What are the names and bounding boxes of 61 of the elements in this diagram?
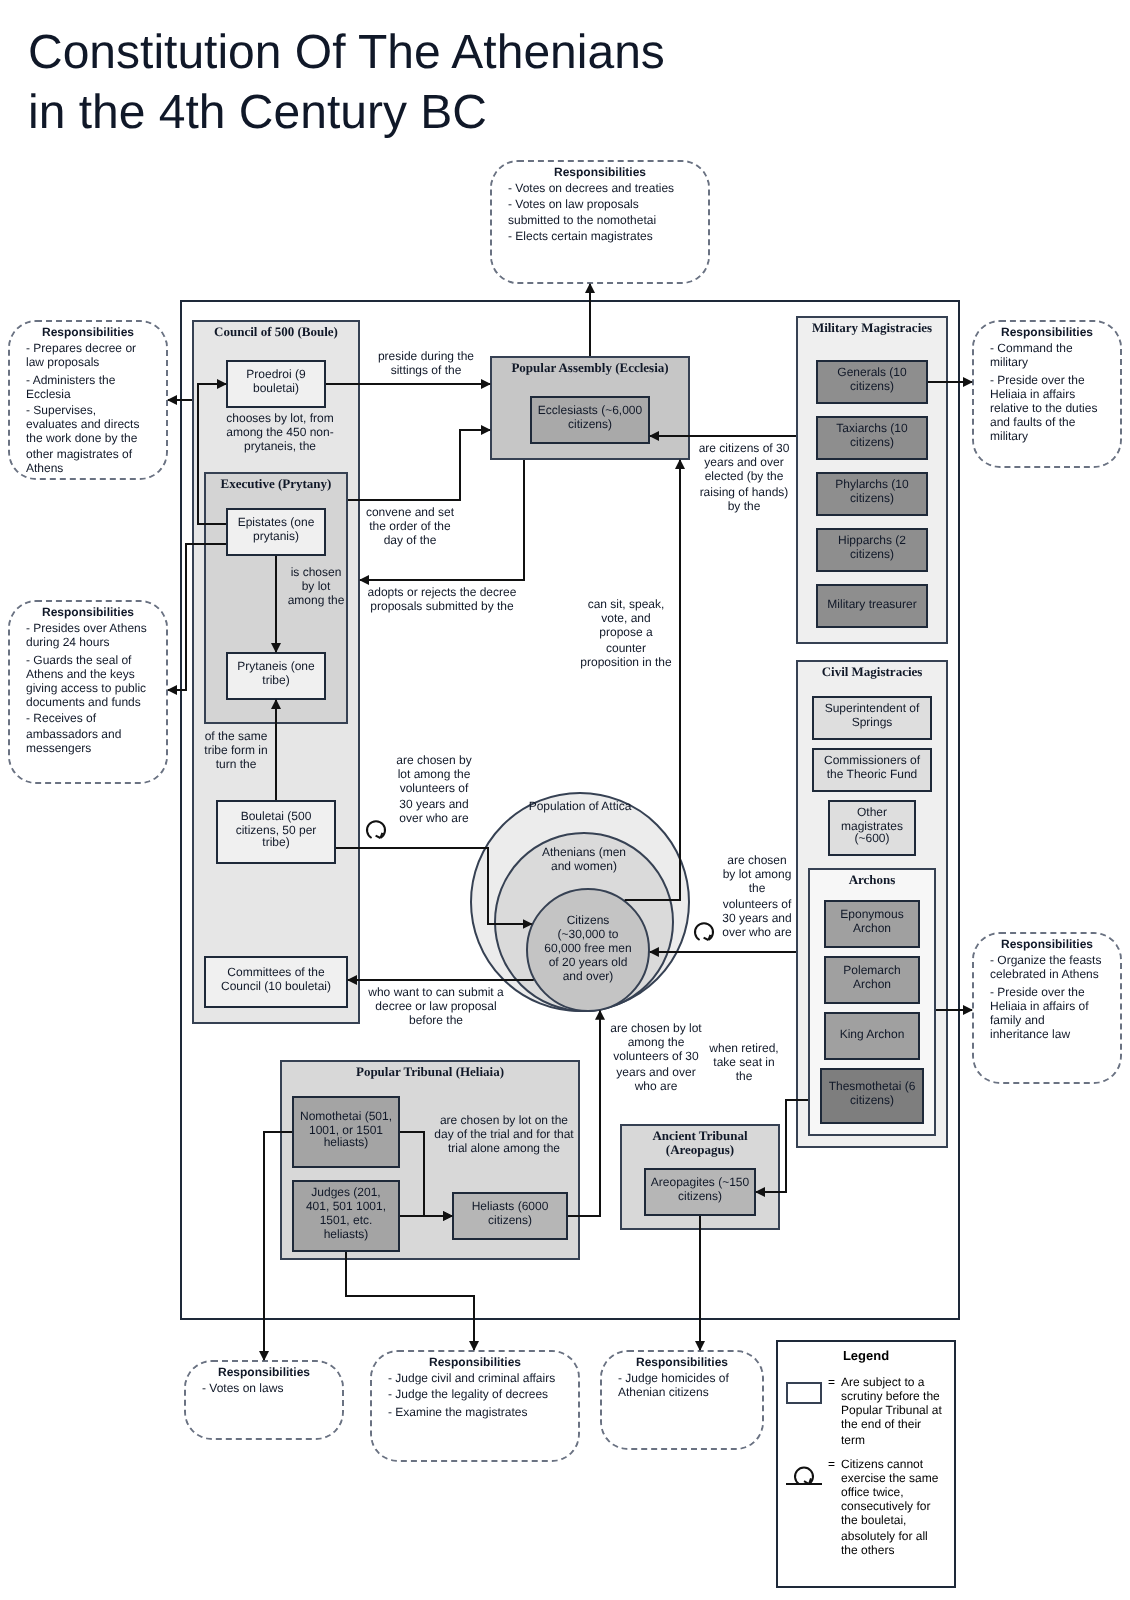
responsibilities-bubble (184, 1360, 344, 1440)
arrow (345, 1251, 479, 1351)
office-box (292, 1096, 400, 1168)
group-panel (280, 1060, 580, 1260)
responsibilities-bubble (8, 600, 168, 784)
arrow (197, 379, 227, 525)
arrow (567, 1009, 605, 1217)
office-box (824, 900, 920, 948)
office-box (816, 360, 928, 404)
arrow (347, 975, 535, 985)
responsibilities-bubble (972, 932, 1122, 1084)
arrow (271, 555, 281, 653)
arrow (335, 847, 533, 929)
office-box (812, 748, 932, 792)
office-box (204, 956, 348, 1008)
office-box (292, 1180, 400, 1252)
office-box (816, 528, 928, 572)
arrow (399, 1211, 453, 1221)
arrow (648, 947, 797, 957)
group-panel (796, 316, 948, 644)
group-panel (192, 320, 360, 1024)
office-box (816, 472, 928, 516)
arrow (259, 1131, 293, 1361)
office-box (816, 584, 928, 628)
responsibilities-bubble (972, 320, 1122, 468)
office-box (226, 360, 326, 408)
arrow (359, 459, 525, 585)
arrow (935, 1005, 973, 1015)
group-panel (808, 868, 936, 1136)
office-box (816, 416, 928, 460)
office-box (452, 1192, 568, 1240)
office-box (824, 1012, 920, 1060)
arrow (167, 543, 227, 695)
group-panel (490, 356, 690, 460)
office-box (226, 508, 326, 556)
responsibilities-bubble (490, 160, 710, 284)
arrow (585, 283, 595, 357)
office-box (812, 696, 932, 740)
responsibilities-bubble (600, 1350, 764, 1450)
diagram-title: Constitution Of The Athenians in the 4th Century BC (28, 24, 667, 144)
arrow (755, 1099, 809, 1197)
arrow (623, 459, 685, 901)
arrow (695, 1215, 705, 1351)
office-box (828, 800, 916, 856)
group-panel (620, 1124, 780, 1230)
arrow (347, 425, 491, 501)
group-panel (796, 660, 948, 1148)
arrow (167, 395, 193, 405)
arrow (325, 379, 491, 389)
office-box (226, 652, 326, 700)
arrow (927, 377, 973, 387)
arrow (271, 699, 281, 801)
responsibilities-bubble (370, 1350, 580, 1462)
office-box (216, 800, 336, 864)
office-box (644, 1168, 756, 1216)
office-box (530, 396, 650, 444)
arrow (649, 431, 797, 441)
responsibilities-bubble (8, 320, 168, 480)
office-box (820, 1068, 924, 1124)
office-box (824, 956, 920, 1004)
group-panel (204, 472, 348, 724)
